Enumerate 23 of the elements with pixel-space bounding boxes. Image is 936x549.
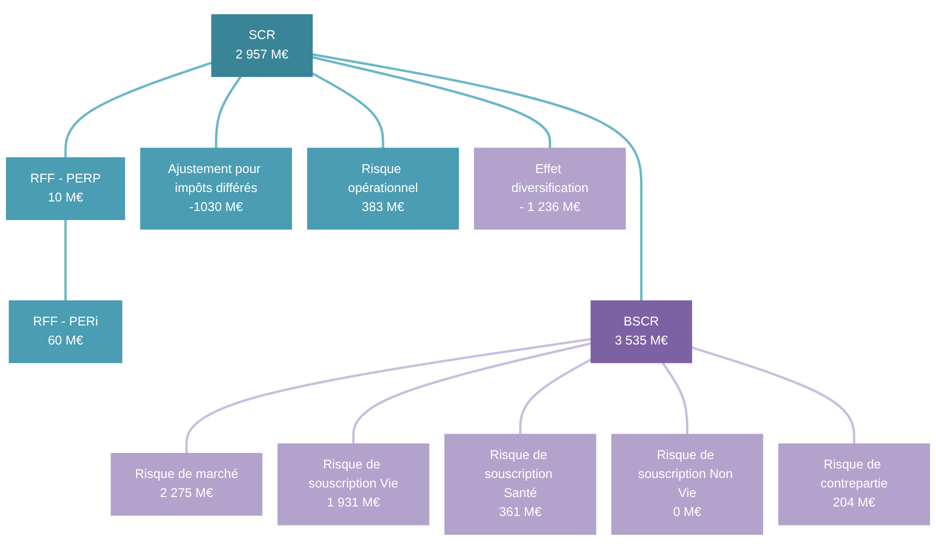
node-box: Risque de marché 2 275 M€ [110,452,262,516]
node-box: RFF - PERi 60 M€ [8,300,122,364]
node-box: BSCR 3 535 M€ [590,300,692,364]
node-box: Risque de contrepartie 204 M€ [778,443,930,526]
node-box: RFF - PERP 10 M€ [6,157,126,220]
connector [64,220,67,301]
node-box: Effet diversification - 1 236 M€ [474,148,626,230]
connector [64,62,212,158]
node-box: Risque opérationnel 383 M€ [307,148,459,230]
node-box: Risque de souscription Santé 361 M€ [444,434,596,535]
connector [312,72,384,148]
node-box: Ajustement pour impôts différés -1030 M€ [140,148,292,230]
connector [312,53,643,301]
connector [352,342,592,444]
connector [185,338,592,454]
node-box: Risque de souscription Non Vie 0 M€ [611,434,764,535]
connector [691,346,856,444]
connector [312,56,552,148]
connector [214,76,242,148]
connector [662,362,688,434]
node-box: SCR 2 957 M€ [211,14,313,77]
connector [519,358,592,434]
node-box: Risque de souscription Vie 1 931 M€ [278,443,430,526]
